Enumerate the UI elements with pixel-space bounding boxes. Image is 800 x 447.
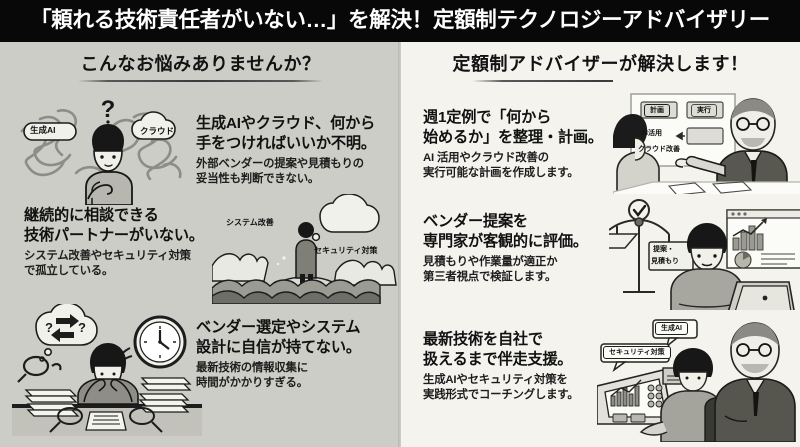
left-block-3-head: ベンダー選定やシステム 設計に自信が持てない。 — [196, 319, 361, 357]
tag-label-ai-utilization: AI活用 — [641, 130, 662, 137]
illustration-stressed-man: ?? — [12, 304, 202, 436]
illustration-confused-man: ? 生成AI クラウド — [14, 95, 192, 205]
right-block-3: 最新技術を自社で 扱えるまで伴走支援。 生成AIやセキュリティ対策を 実践形式で… — [423, 330, 633, 404]
right-block-3-sub: 生成AIやセキュリティ対策を 実践形式でコーチングします。 — [423, 374, 579, 402]
tag-label-cloud: クラウド — [140, 126, 175, 136]
right-block-2-sub: 見積もりや作業量が適正か 第三者視点で検証します。 — [423, 256, 558, 284]
left-panel: こんなお悩みありませんか？ — [0, 42, 401, 447]
left-heading-text: こんなお悩みありませんか？ — [80, 54, 321, 74]
tag-label-security-measures: セキュリティ対策 — [314, 246, 378, 255]
advisor-whiteboard-drawing — [613, 80, 800, 198]
right-column-header: 定額制アドバイザーが解決します！ — [401, 54, 800, 82]
svg-text:?: ? — [101, 96, 116, 123]
svg-text:?: ? — [45, 320, 53, 335]
left-block-3-sub: 最新技術の情報収集に 時間がかかりすぎる。 — [196, 362, 308, 390]
right-heading-text: 定額制アドバイザーが解決します！ — [452, 54, 749, 74]
illustration-man-on-island: システム改善 セキュリティ対策 — [212, 194, 400, 304]
stressed-man-drawing: ?? — [12, 304, 202, 436]
right-panel: 定額制アドバイザーが解決します！ — [401, 42, 800, 447]
left-column-header: こんなお悩みありませんか？ — [0, 54, 401, 82]
tag-label-generative-ai: 生成AI — [30, 125, 56, 135]
tag-label-cloud-improvement: クラウド改善 — [638, 146, 680, 153]
scale-laptop-drawing — [609, 194, 800, 316]
left-block-2-head: 継続的に相談できる 技術パートナーがいない。 — [24, 207, 204, 245]
tag-label-system-improvement: システム改善 — [226, 218, 274, 227]
poster-title-bar: 「頼れる技術責任者がいない…」を解決！定額制テクノロジーアドバイザリー — [0, 0, 800, 42]
tag-label-execute: 実行 — [691, 104, 717, 117]
tag-label-estimate: 見積もり — [651, 258, 679, 265]
right-block-1-head: 週1定例で「何から 始めるか」を整理・計画。 — [423, 109, 603, 147]
right-block-2: ベンダー提案を 専門家が客観的に評価。 見積もりや作業量が適正か 第三者視点で検… — [423, 212, 633, 286]
left-block-2-sub: システム改善やセキュリティ対策 で孤立している。 — [24, 250, 191, 278]
island-waves-drawing — [212, 194, 400, 304]
left-block-1-sub: 外部ベンダーの提案や見積もりの 妥当性も判断できない。 — [196, 158, 364, 186]
poster-title: 「頼れる技術責任者がいない…」を解決！定額制テクノロジーアドバイザリー — [30, 8, 770, 33]
tag-label-proposal: 提案・ — [653, 246, 674, 253]
right-block-1: 週1定例で「何から 始めるか」を整理・計画。 AI 活用やクラウド改善の 実行可… — [423, 108, 628, 182]
right-block-2-head: ベンダー提案を 専門家が客観的に評価。 — [423, 213, 588, 251]
left-heading-underline — [78, 80, 323, 82]
right-heading-underline — [471, 80, 730, 82]
right-block-3-head: 最新技術を自社で 扱えるまで伴走支援。 — [423, 331, 573, 369]
illustration-coaching-console: 生成AI セキュリティ対策 — [597, 310, 800, 442]
tag-label-generative-ai-2: 生成AI — [655, 322, 688, 335]
left-block-1: 生成AIやクラウド、何から 手をつければいいか不明。 外部ベンダーの提案や見積も… — [196, 114, 396, 188]
tag-label-security-measures-2: セキュリティ対策 — [603, 346, 671, 359]
tag-label-plan: 計画 — [644, 104, 670, 117]
left-block-2: 継続的に相談できる 技術パートナーがいない。 システム改善やセキュリティ対策 で… — [24, 206, 224, 280]
coaching-console-drawing — [597, 310, 800, 442]
svg-text:?: ? — [78, 320, 86, 335]
left-block-1-head: 生成AIやクラウド、何から 手をつければいいか不明。 — [196, 115, 376, 153]
confused-man-drawing: ? — [14, 95, 192, 205]
illustration-evaluation-scale: 提案・ 見積もり — [609, 194, 800, 316]
right-block-1-sub: AI 活用やクラウド改善の 実行可能な計画を作成します。 — [423, 152, 579, 180]
left-block-3: ベンダー選定やシステム 設計に自信が持てない。 最新技術の情報収集に 時間がかか… — [196, 318, 396, 392]
illustration-advisor-meeting: 計画 実行 AI活用 クラウド改善 — [613, 80, 800, 198]
